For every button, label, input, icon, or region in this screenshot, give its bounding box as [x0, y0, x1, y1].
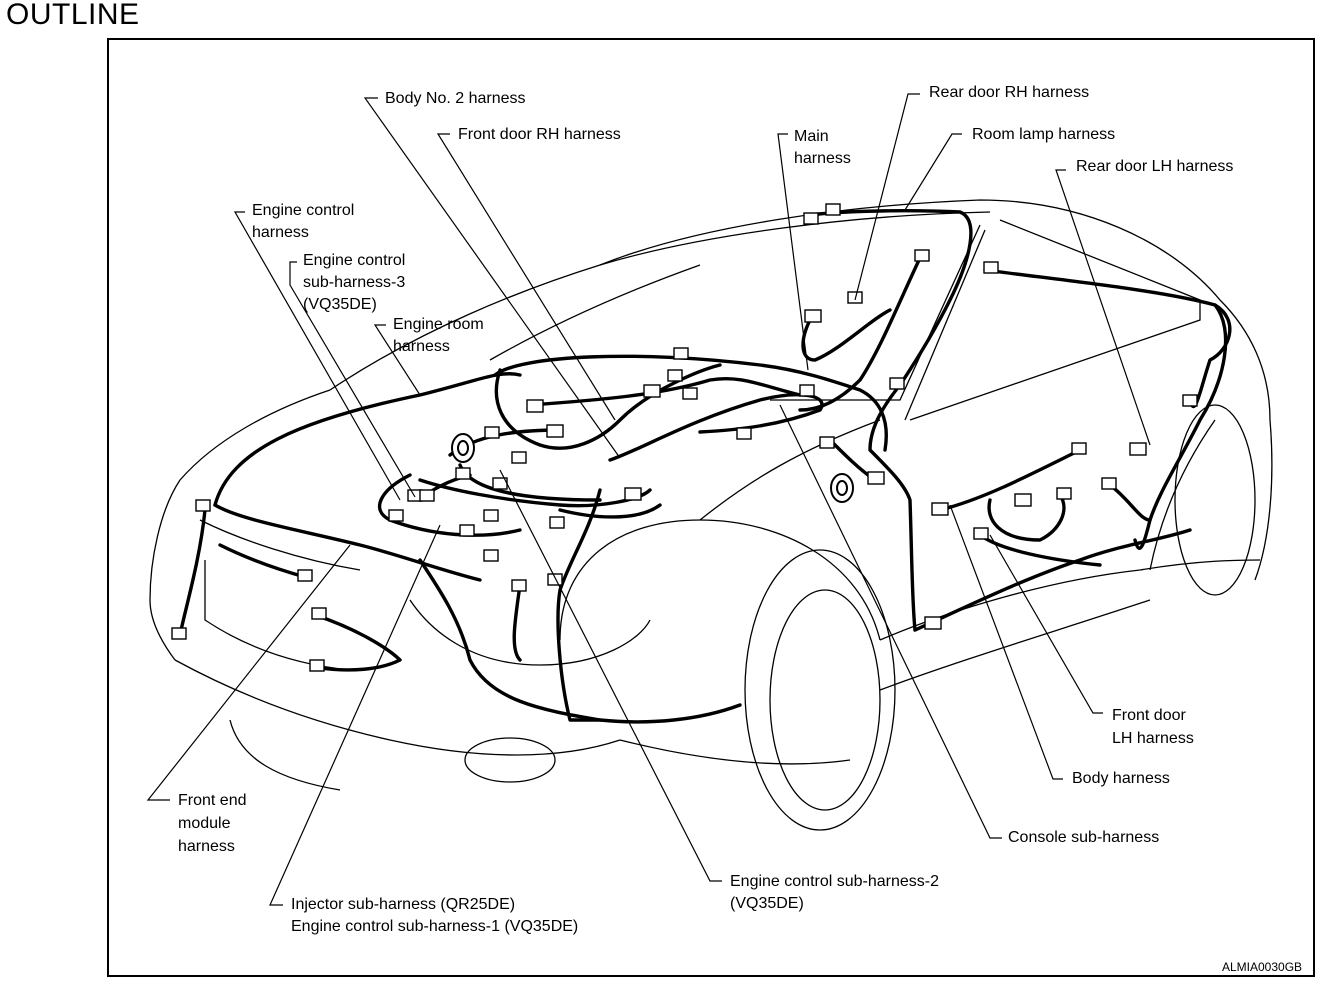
connectors — [171, 203, 1198, 672]
label-engine-room-harness-line2: harness — [393, 338, 450, 355]
diagram-frame — [107, 38, 1315, 977]
leader-lines — [146, 93, 1151, 906]
label-front-end-module-harness-line1: Front end — [178, 792, 247, 809]
label-engine-control-sub-harness-1: Engine control sub-harness-1 (VQ35DE) — [291, 918, 579, 935]
label-injector-sub-harness: Injector sub-harness (QR25DE) — [291, 896, 516, 913]
label-rear-door-rh-harness: Rear door RH harness — [929, 84, 1090, 101]
label-body-harness: Body harness — [1072, 770, 1170, 787]
figure-code: ALMIA0030GB — [1222, 960, 1303, 974]
page-title: OUTLINE — [6, 0, 140, 31]
label-engine-control-sub-harness-3-line3: (VQ35DE) — [303, 296, 377, 313]
label-main-harness-line1: Main — [794, 128, 829, 145]
label-engine-control-sub-harness-2-line1: Engine control sub-harness-2 — [730, 873, 940, 890]
label-room-lamp-harness: Room lamp harness — [972, 126, 1116, 143]
label-front-door-lh-harness-line2: LH harness — [1112, 730, 1194, 747]
label-engine-control-harness-line2: harness — [252, 224, 309, 241]
label-engine-control-sub-harness-3-line2: sub-harness-3 — [303, 274, 406, 291]
label-engine-control-harness-line1: Engine control — [252, 202, 355, 219]
label-front-end-module-harness-line2: module — [178, 815, 231, 832]
label-engine-room-harness-line1: Engine room — [393, 316, 484, 333]
label-rear-door-lh-harness: Rear door LH harness — [1076, 158, 1234, 175]
label-main-harness-line2: harness — [794, 150, 851, 167]
label-front-end-module-harness-line3: harness — [178, 838, 235, 855]
label-engine-control-sub-harness-3-line1: Engine control — [303, 252, 406, 269]
label-front-door-lh-harness-line1: Front door — [1112, 707, 1186, 724]
label-console-sub-harness: Console sub-harness — [1008, 829, 1160, 846]
car-body-outline — [149, 199, 1273, 831]
label-body-no2-harness: Body No. 2 harness — [385, 90, 526, 107]
label-front-door-rh-harness: Front door RH harness — [458, 126, 621, 143]
label-engine-control-sub-harness-2-line2: (VQ35DE) — [730, 895, 804, 912]
grommets — [451, 433, 854, 503]
